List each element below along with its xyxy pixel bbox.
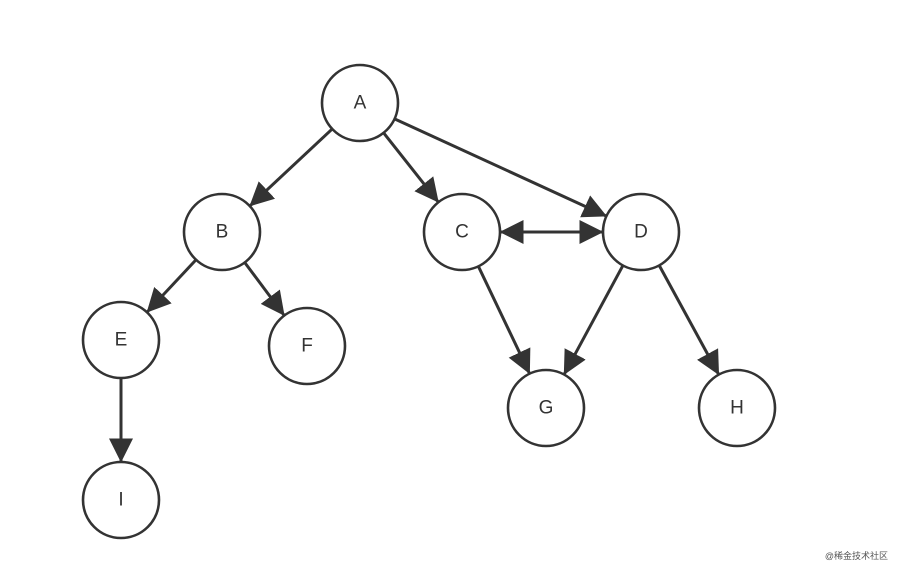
node-label: F xyxy=(301,336,313,357)
edges-layer xyxy=(109,117,720,463)
node-circle xyxy=(601,192,681,272)
node-label: I xyxy=(118,490,123,511)
node-circle xyxy=(320,63,400,143)
watermark-text: @稀金技术社区 xyxy=(824,551,888,561)
edge-b-f xyxy=(243,261,285,316)
node-circle xyxy=(697,368,777,448)
edge-a-d xyxy=(393,117,607,218)
nodes-layer: A B C D E F G H I xyxy=(81,63,777,540)
node-circle xyxy=(506,368,586,448)
edge-d-h xyxy=(657,264,720,376)
node-c: C xyxy=(422,192,502,272)
edge-b-e xyxy=(146,258,198,313)
node-label: E xyxy=(115,330,128,351)
node-i: I xyxy=(81,460,161,540)
node-d: D xyxy=(601,192,681,272)
node-label: G xyxy=(539,398,554,419)
node-circle xyxy=(267,306,347,386)
node-label: H xyxy=(730,398,744,419)
node-label: B xyxy=(216,222,229,243)
node-label: A xyxy=(354,93,367,114)
edge-a-c xyxy=(382,131,439,203)
edge-a-b xyxy=(249,127,334,207)
node-e: E xyxy=(81,300,161,380)
node-g: G xyxy=(506,368,586,448)
edge-c-g xyxy=(477,265,531,375)
node-b: B xyxy=(182,192,262,272)
node-h: H xyxy=(697,368,777,448)
node-f: F xyxy=(267,306,347,386)
node-circle xyxy=(422,192,502,272)
edge-d-g xyxy=(563,264,625,376)
node-circle xyxy=(81,460,161,540)
node-a: A xyxy=(320,63,400,143)
node-label: D xyxy=(634,222,648,243)
node-circle xyxy=(81,300,161,380)
node-label: C xyxy=(455,222,469,243)
node-circle xyxy=(182,192,262,272)
